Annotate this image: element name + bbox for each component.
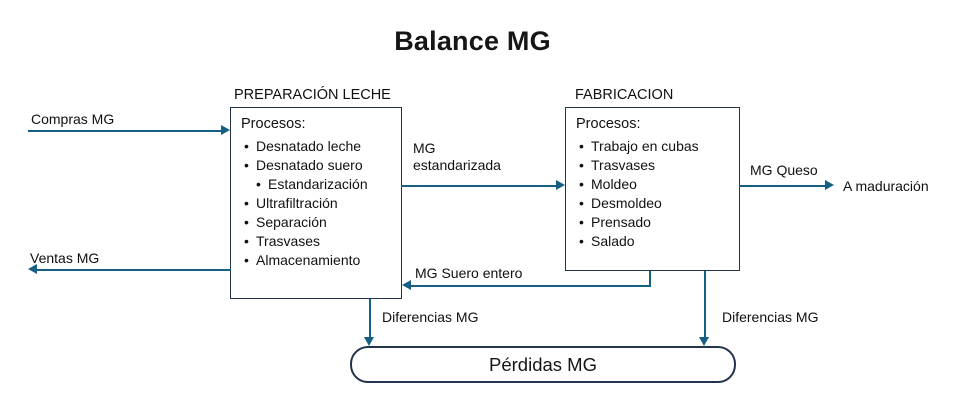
diferencias-mg-left-label: Diferencias MG: [382, 309, 479, 325]
fab-box: Procesos: Trabajo en cubasTrasvasesMolde…: [565, 107, 740, 271]
ventas-arrow-line: [37, 269, 231, 271]
process-item: Moldeo: [576, 175, 733, 194]
mg-estandarizada-arrowhead-icon: [556, 180, 565, 190]
compras-arrowhead-icon: [221, 125, 230, 135]
process-item: Almacenamiento: [241, 251, 395, 270]
process-item: Desnatado suero: [241, 156, 395, 175]
diferencias-left-arrow-line: [369, 299, 371, 338]
ventas-mg-label: Ventas MG: [30, 250, 100, 266]
prep-box-header: Procesos:: [241, 116, 306, 132]
process-item: Ultrafiltración: [241, 194, 395, 213]
mg-suero-entero-label: MG Suero entero: [415, 265, 523, 281]
mg-suero-arrow-vline: [649, 271, 651, 287]
diagram-title: Balance MG: [394, 26, 551, 56]
mg-estandarizada-label: MG estandarizada: [413, 140, 501, 173]
process-item: Desmoldeo: [576, 194, 733, 213]
prep-box: Procesos: Desnatado lecheDesnatado suero…: [230, 107, 402, 299]
process-item: Trabajo en cubas: [576, 137, 733, 156]
perdidas-box: Pérdidas MG: [350, 346, 736, 383]
mg-queso-arrowhead-icon: [825, 180, 834, 190]
process-item: Estandarización: [241, 175, 395, 194]
prep-box-label: PREPARACIÓN LECHE: [234, 87, 391, 103]
process-item: Desnatado leche: [241, 137, 395, 156]
fab-box-label: FABRICACION: [575, 87, 674, 103]
diferencias-left-arrowhead-icon: [364, 337, 374, 346]
ventas-arrowhead-icon: [28, 264, 37, 274]
diferencias-right-arrow-line: [704, 271, 706, 338]
diferencias-mg-right-label: Diferencias MG: [722, 309, 819, 325]
compras-arrow-line: [28, 130, 221, 132]
process-item: Trasvases: [241, 232, 395, 251]
perdidas-label: Pérdidas MG: [489, 353, 597, 375]
fab-process-list: Trabajo en cubasTrasvasesMoldeoDesmoldeo…: [576, 137, 733, 251]
process-item: Trasvases: [576, 156, 733, 175]
process-item: Salado: [576, 232, 733, 251]
process-item: Separación: [241, 213, 395, 232]
prep-process-list: Desnatado lecheDesnatado sueroEstandariz…: [241, 137, 395, 270]
mg-suero-arrow-line: [411, 285, 651, 287]
compras-mg-label: Compras MG: [31, 111, 115, 127]
mg-queso-label: MG Queso: [750, 162, 818, 178]
mg-queso-arrow-line: [739, 185, 825, 187]
fab-box-header: Procesos:: [576, 116, 641, 132]
process-item: Prensado: [576, 213, 733, 232]
a-maduracion-label: A maduración: [843, 178, 929, 194]
mg-suero-arrowhead-icon: [402, 280, 411, 290]
diferencias-right-arrowhead-icon: [699, 337, 709, 346]
mg-estandarizada-arrow-line: [401, 185, 556, 187]
